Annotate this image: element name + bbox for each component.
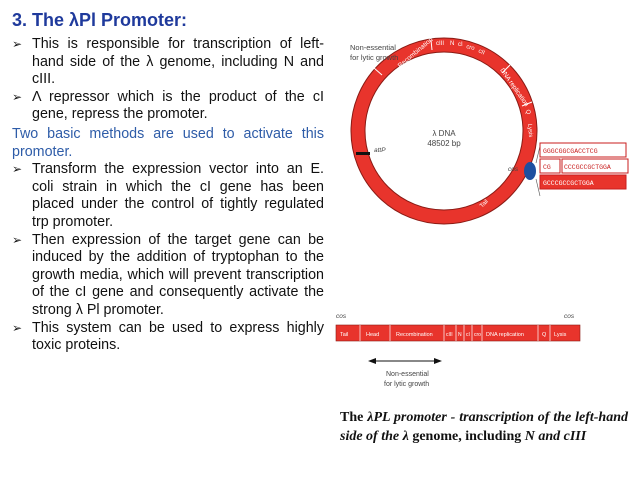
text-column: ➢ This is responsible for transcription … <box>12 36 324 355</box>
segment-label: Tail <box>340 332 348 338</box>
arrow-bullet-icon: ➢ <box>12 162 23 177</box>
circle-center-label: 48502 bp <box>427 139 461 148</box>
bullet-text: Transform the expression vector into an … <box>32 161 324 230</box>
segment-label: DNA replication <box>486 332 524 338</box>
ring-label: cro <box>465 44 475 52</box>
circle-center-label: λ DNA <box>432 129 456 138</box>
arrow-bullet-icon: ➢ <box>12 37 23 51</box>
cos-site-marker <box>524 162 536 180</box>
ring-outline-inner <box>364 51 524 211</box>
seq-text: GGGCGGCGACCTCG <box>543 148 598 155</box>
non-essential-label: Non-essential <box>350 43 396 52</box>
bullet-item: ➢ Transform the expression vector into a… <box>12 161 324 231</box>
bullet-text: This is responsible for transcription of… <box>32 36 324 88</box>
ring-label: cIII <box>436 41 444 47</box>
bullet-text: Then expression of the target gene can b… <box>32 231 324 318</box>
segment-label: Q <box>542 332 547 338</box>
non-essential-label-bottom: for lytic growth <box>384 381 429 388</box>
ring-label: cI <box>458 42 463 48</box>
bullet-text: This system can be used to express highl… <box>32 319 324 354</box>
seq-box <box>539 174 627 190</box>
seq-box <box>561 158 629 174</box>
segment-label: Recombination <box>396 332 433 338</box>
bullet-item: ➢ This system can be used to express hig… <box>12 320 324 355</box>
segment-label: Lysis <box>554 332 567 338</box>
attp-label: attP <box>374 147 386 154</box>
seq-text: CCCGCCGCTGGA <box>564 164 611 171</box>
seq-text: CG <box>543 164 551 171</box>
arrow-bullet-icon: ➢ <box>12 232 23 247</box>
segment-label: cIII <box>446 332 453 338</box>
seq-box <box>539 158 561 174</box>
seq-box <box>539 142 627 158</box>
methods-heading: Two basic methods are used to activate t… <box>12 125 324 160</box>
bullet-item: ➢ Then expression of the target gene can… <box>12 232 324 320</box>
arrow-bullet-icon: ➢ <box>12 320 23 335</box>
segment-label: Head <box>366 332 379 338</box>
ring-divider <box>430 39 433 51</box>
non-essential-label: for lytic growth <box>350 53 398 62</box>
bullet-item: ➢ Λ repressor which is the product of th… <box>12 89 324 124</box>
linear-cos-left: cos <box>336 313 347 320</box>
segment-label: N <box>458 332 462 338</box>
cos-pointer <box>535 178 541 197</box>
ring-label: N <box>450 41 454 47</box>
linear-cos-right: cos <box>564 313 575 320</box>
non-essential-label-bottom: Non-essential <box>386 371 429 378</box>
ring-label: Lysis <box>526 124 533 138</box>
circular-genome-ring <box>351 38 537 224</box>
arrow-bullet-icon: ➢ <box>12 89 23 104</box>
ring-divider <box>501 64 511 74</box>
ring-outline-outer <box>350 37 538 225</box>
bullet-item: ➢ This is responsible for transcription … <box>12 36 324 89</box>
segment-label: cI <box>466 332 470 338</box>
cos-pointer <box>535 145 541 164</box>
lambda-genome-figure: Recombination cIII N cI cro cII DNA repl… <box>335 36 629 388</box>
arrow-right-icon <box>434 358 442 364</box>
ring-divider <box>373 67 383 76</box>
cos-label: cos <box>508 166 519 173</box>
seq-text: GCCCGCCGCTGGA <box>543 180 594 187</box>
segment-label: cro <box>474 332 481 338</box>
ring-label: Q <box>524 109 531 115</box>
bullet-text: Λ repressor which is the product of the … <box>32 88 324 123</box>
ring-divider <box>521 101 533 107</box>
slide-title: 3. The λPl Promoter: <box>12 10 188 30</box>
ring-label: cII <box>477 48 486 56</box>
arrow-left-icon <box>368 358 376 364</box>
figure-caption: The λPL promoter - transcription of the … <box>340 410 629 444</box>
linear-genome-bar <box>335 324 581 342</box>
attp-marker <box>356 152 370 155</box>
ring-label: Tail <box>479 199 490 210</box>
ring-label: Head <box>371 203 385 217</box>
